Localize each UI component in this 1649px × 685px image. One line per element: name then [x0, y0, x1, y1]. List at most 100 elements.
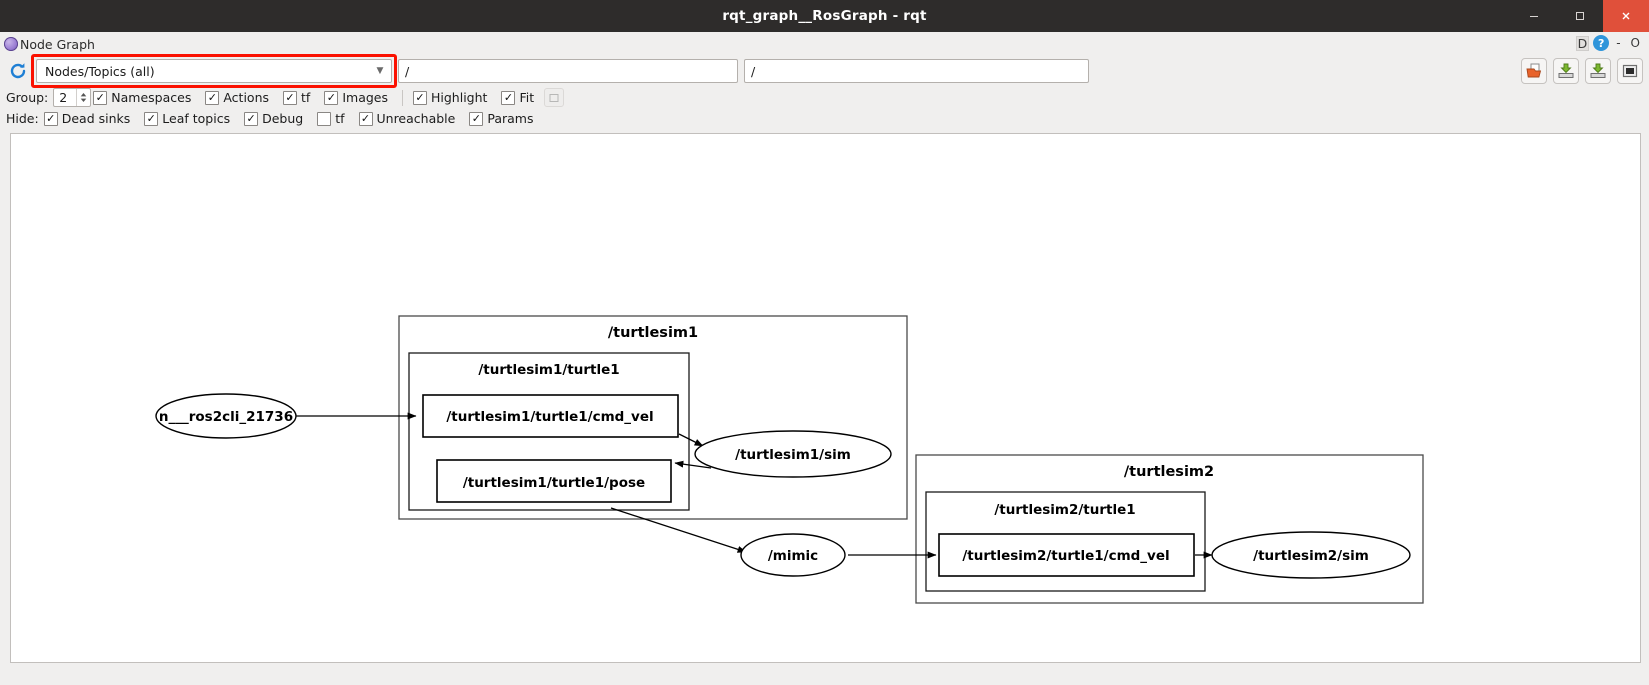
fit-in-view-icon[interactable]	[1617, 58, 1643, 84]
group-depth-value: 2	[59, 90, 68, 105]
group-depth-stepper[interactable]: 2	[53, 88, 92, 107]
tf-checkbox-box: ✓	[283, 90, 298, 105]
stepper-arrows-icon[interactable]	[76, 89, 90, 106]
cluster-turtlesim2-label: /turtlesim2	[1124, 464, 1214, 480]
node-ros2cli-label: n___ros2cli_21736	[159, 409, 293, 425]
dock-minimize-button[interactable]: -	[1616, 36, 1621, 50]
namespaces-label: Namespaces	[111, 90, 192, 105]
checkbox-params[interactable]: ✓ Params	[469, 111, 533, 126]
load-dot-icon[interactable]	[1521, 58, 1547, 84]
toolbar-icon-group	[1521, 58, 1643, 84]
highlight-label: Highlight	[431, 90, 488, 105]
topic-filter-input[interactable]: /	[744, 59, 1089, 83]
dead-sinks-checkbox-box: ✓	[43, 111, 58, 126]
namespaces-checkbox-box: ✓	[93, 90, 108, 105]
checkbox-actions[interactable]: ✓ Actions	[205, 90, 269, 105]
leaf-topics-label: Leaf topics	[162, 111, 231, 126]
topic-turtlesim2-turtle1-cmd-vel-label: /turtlesim2/turtle1/cmd_vel	[962, 548, 1169, 564]
window-title-bar: rqt_graph__RosGraph - rqt	[0, 0, 1649, 32]
plugin-header: Node Graph D ? - O	[0, 32, 1649, 55]
node-turtlesim1-sim[interactable]	[694, 430, 892, 478]
toolbar-divider	[402, 89, 403, 106]
unreachable-checkbox-box: ✓	[358, 111, 373, 126]
checkbox-highlight[interactable]: ✓ Highlight	[413, 90, 487, 105]
images-checkbox-box: ✓	[324, 90, 339, 105]
plugin-header-controls: D ? - O	[1575, 32, 1643, 54]
params-label: Params	[487, 111, 534, 126]
hide-tf-label: tf	[335, 111, 345, 126]
checkbox-dead-sinks[interactable]: ✓ Dead sinks	[43, 111, 131, 126]
topic-turtlesim2-turtle1-cmd-vel[interactable]	[938, 533, 1195, 577]
topic-turtlesim1-turtle1-cmd-vel[interactable]	[422, 394, 679, 438]
topic-turtlesim1-turtle1-pose-label: /turtlesim1/turtle1/pose	[463, 475, 645, 491]
cluster-turtlesim1-turtle1-label: /turtlesim1/turtle1	[478, 362, 619, 378]
group-label: Group:	[6, 90, 49, 105]
topic-filter-value: /	[751, 63, 756, 79]
unreachable-label: Unreachable	[376, 111, 456, 126]
dock-detach-button[interactable]: D	[1575, 35, 1590, 51]
cluster-turtlesim2[interactable]	[915, 454, 1424, 604]
graph-type-combo-wrapper: Nodes/Topics (all) ▼	[31, 54, 397, 88]
namespace-filter-value: /	[405, 63, 410, 79]
options-row-hide: Hide: ✓ Dead sinks ✓ Leaf topics ✓ Debug…	[0, 108, 1649, 129]
hide-tf-checkbox-box	[317, 111, 332, 126]
actions-label: Actions	[223, 90, 270, 105]
tf-label: tf	[301, 90, 311, 105]
checkbox-unreachable[interactable]: ✓ Unreachable	[358, 111, 456, 126]
cluster-turtlesim1[interactable]	[398, 315, 908, 520]
refresh-icon[interactable]	[6, 59, 30, 83]
window-maximize-button[interactable]	[1557, 0, 1603, 32]
window-title: rqt_graph__RosGraph - rqt	[722, 8, 927, 24]
cluster-turtlesim2-turtle1-label: /turtlesim2/turtle1	[994, 502, 1135, 518]
node-ros2cli[interactable]	[155, 393, 297, 439]
debug-label: Debug	[262, 111, 304, 126]
edge-sim1-to-pose1	[674, 460, 712, 469]
window-minimize-button[interactable]	[1511, 0, 1557, 32]
highlight-checkbox-box: ✓	[413, 90, 427, 105]
edge-cmdvel1-to-sim1	[678, 433, 704, 447]
fit-checkbox-box: ✓	[501, 90, 516, 105]
graph-canvas-wrapper: /turtlesim1 /turtlesim1/turtle1 /turtles…	[0, 129, 1649, 663]
edge-pose1-to-mimic	[610, 507, 747, 553]
actions-checkbox-box: ✓	[205, 90, 220, 105]
topic-turtlesim1-turtle1-pose[interactable]	[436, 459, 672, 503]
checkbox-images[interactable]: ✓ Images	[324, 90, 388, 105]
namespace-filter-input[interactable]: /	[398, 59, 738, 83]
cluster-turtlesim1-label: /turtlesim1	[608, 325, 698, 341]
fit-label: Fit	[519, 90, 535, 105]
checkbox-namespaces[interactable]: ✓ Namespaces	[93, 90, 191, 105]
checkbox-hide-tf[interactable]: tf	[317, 111, 345, 126]
checkbox-tf[interactable]: ✓ tf	[283, 90, 310, 105]
ros-graph-canvas[interactable]: /turtlesim1 /turtlesim1/turtle1 /turtles…	[10, 133, 1641, 663]
debug-checkbox-box: ✓	[244, 111, 259, 126]
dock-close-button[interactable]: O	[1630, 36, 1640, 50]
options-row-group: Group: 2 ✓ Namespaces ✓ Actions ✓ tf ✓ I…	[0, 87, 1649, 108]
images-label: Images	[342, 90, 388, 105]
graph-toolbar: Nodes/Topics (all) ▼ / /	[0, 54, 1649, 88]
graph-type-value: Nodes/Topics (all)	[45, 63, 155, 79]
dead-sinks-label: Dead sinks	[61, 111, 131, 126]
save-image-icon[interactable]	[1585, 58, 1611, 84]
hide-label: Hide:	[6, 111, 39, 126]
help-icon[interactable]: ?	[1593, 35, 1610, 51]
chevron-down-icon: ▼	[376, 66, 384, 76]
node-mimic[interactable]	[740, 533, 846, 577]
leaf-topics-checkbox-box: ✓	[144, 111, 159, 126]
plugin-title: Node Graph	[20, 36, 95, 52]
window-close-button[interactable]	[1603, 0, 1649, 32]
checkbox-leaf-topics[interactable]: ✓ Leaf topics	[144, 111, 230, 126]
graph-type-select[interactable]: Nodes/Topics (all) ▼	[36, 59, 392, 83]
checkbox-fit[interactable]: ✓ Fit	[501, 90, 534, 105]
save-dot-icon[interactable]	[1553, 58, 1579, 84]
checkbox-debug[interactable]: ✓ Debug	[244, 111, 303, 126]
node-turtlesim1-sim-label: /turtlesim1/sim	[735, 447, 851, 463]
fit-in-view-small-button[interactable]	[544, 88, 565, 107]
cluster-turtlesim1-turtle1[interactable]	[408, 352, 690, 511]
cluster-turtlesim2-turtle1[interactable]	[925, 491, 1206, 592]
node-turtlesim2-sim-label: /turtlesim2/sim	[1253, 548, 1369, 564]
ros-logo-icon	[4, 37, 18, 51]
window-controls	[1511, 0, 1649, 32]
topic-turtlesim1-turtle1-cmd-vel-label: /turtlesim1/turtle1/cmd_vel	[446, 409, 653, 425]
node-turtlesim2-sim[interactable]	[1211, 531, 1411, 579]
node-mimic-label: /mimic	[768, 548, 818, 564]
